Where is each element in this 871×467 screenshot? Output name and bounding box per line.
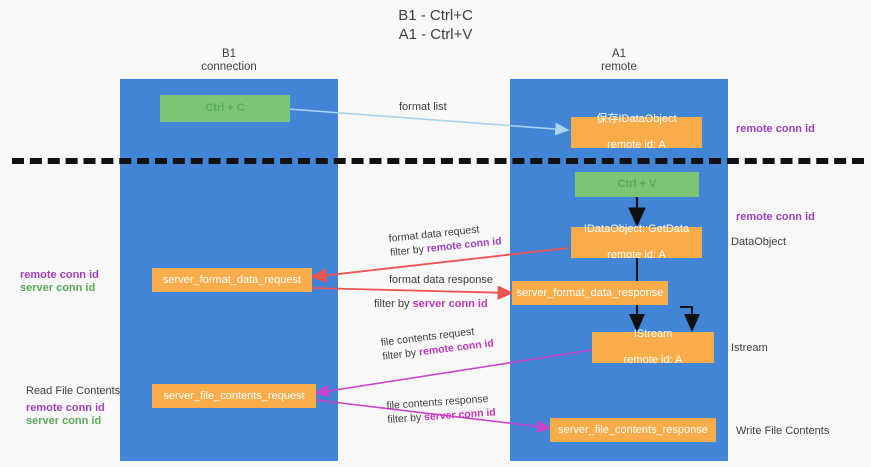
box-istream[interactable]: IStream remote id: A — [592, 328, 714, 366]
right-label-write-file-contents: Write File Contents — [736, 425, 830, 437]
box-server-file-contents-request[interactable]: server_file_contents_request — [152, 384, 316, 408]
box-server-format-data-request[interactable]: server_format_data_request — [152, 268, 312, 292]
box-istream-line1: IStream — [633, 328, 673, 340]
column-header-b1: B1 connection — [120, 48, 338, 74]
right-label-dataobject: DataObject — [731, 236, 787, 248]
title-line-2: A1 - Ctrl+V — [398, 26, 473, 43]
box-ctrl-c-label: Ctrl + C — [205, 102, 245, 114]
arrow-file-contents-request — [314, 349, 593, 398]
box-ctrl-v[interactable]: Ctrl + V — [575, 172, 699, 197]
box-server-format-data-response-label: server_format_data_response — [516, 286, 664, 299]
column-a1-role: remote — [601, 61, 637, 73]
right-label-remote-conn-id-mid: remote conn id — [736, 211, 815, 223]
right-label-istream: Istream — [731, 342, 768, 354]
box-server-file-contents-request-label: server_file_contents_request — [163, 389, 305, 402]
edge-label-format-data-response-filter: filter by server conn id — [374, 298, 488, 312]
page-title: B1 - Ctrl+C A1 - Ctrl+V — [0, 6, 871, 44]
filter-prefix: filter by — [374, 298, 413, 310]
filter-prefix: filter by — [389, 243, 428, 259]
arrow-format-data-request — [310, 247, 569, 283]
box-ctrl-c[interactable]: Ctrl + C — [160, 95, 290, 122]
left-label-read-file-contents: Read File Contents — [26, 385, 121, 397]
box-server-file-contents-response[interactable]: server_file_contents_response — [550, 418, 716, 442]
arrow-format-list — [274, 107, 570, 136]
left-label-remote-conn-id-2: remote conn id — [26, 402, 105, 414]
box-idataobject-getdata[interactable]: IDataObject::GetData remote id: A — [571, 223, 702, 261]
column-a1-name: A1 — [611, 48, 627, 60]
title-line-1: B1 - Ctrl+C — [398, 7, 473, 24]
box-istream-line2: remote id: A — [623, 354, 683, 366]
left-label-server-conn-id-1: server conn id — [20, 282, 96, 294]
box-getdata-line2: remote id: A — [607, 249, 666, 261]
box-ctrl-v-label: Ctrl + V — [617, 178, 657, 190]
box-save-idataobject-line1: 保存IDataObject — [596, 113, 677, 125]
box-server-file-contents-response-label: server_file_contents_response — [558, 423, 708, 436]
phase-divider — [12, 158, 864, 164]
box-server-format-data-request-label: server_format_data_request — [162, 273, 302, 286]
filter-key-server-conn-id: server conn id — [412, 298, 488, 310]
box-server-format-data-response[interactable]: server_format_data_response — [512, 281, 668, 305]
edge-label-format-list: format list — [399, 101, 447, 113]
left-label-server-conn-id-2: server conn id — [26, 415, 102, 427]
column-b1-name: B1 — [221, 48, 237, 60]
edge-label-format-data-response: format data response — [389, 274, 493, 286]
box-save-idataobject-line2: remote id: A — [607, 139, 666, 151]
column-header-a1: A1 remote — [510, 48, 728, 74]
arrow-format-data-response — [311, 285, 514, 300]
arrow-response-to-istream — [680, 306, 700, 332]
filter-prefix: filter by — [387, 411, 425, 426]
box-getdata-line1: IDataObject::GetData — [583, 223, 690, 235]
right-label-remote-conn-id-top: remote conn id — [736, 123, 815, 135]
left-label-remote-conn-id-1: remote conn id — [20, 269, 99, 281]
column-b1-role: connection — [201, 61, 257, 73]
box-save-idataobject[interactable]: 保存IDataObject remote id: A — [571, 113, 702, 151]
arrow-file-contents-response — [315, 399, 552, 433]
